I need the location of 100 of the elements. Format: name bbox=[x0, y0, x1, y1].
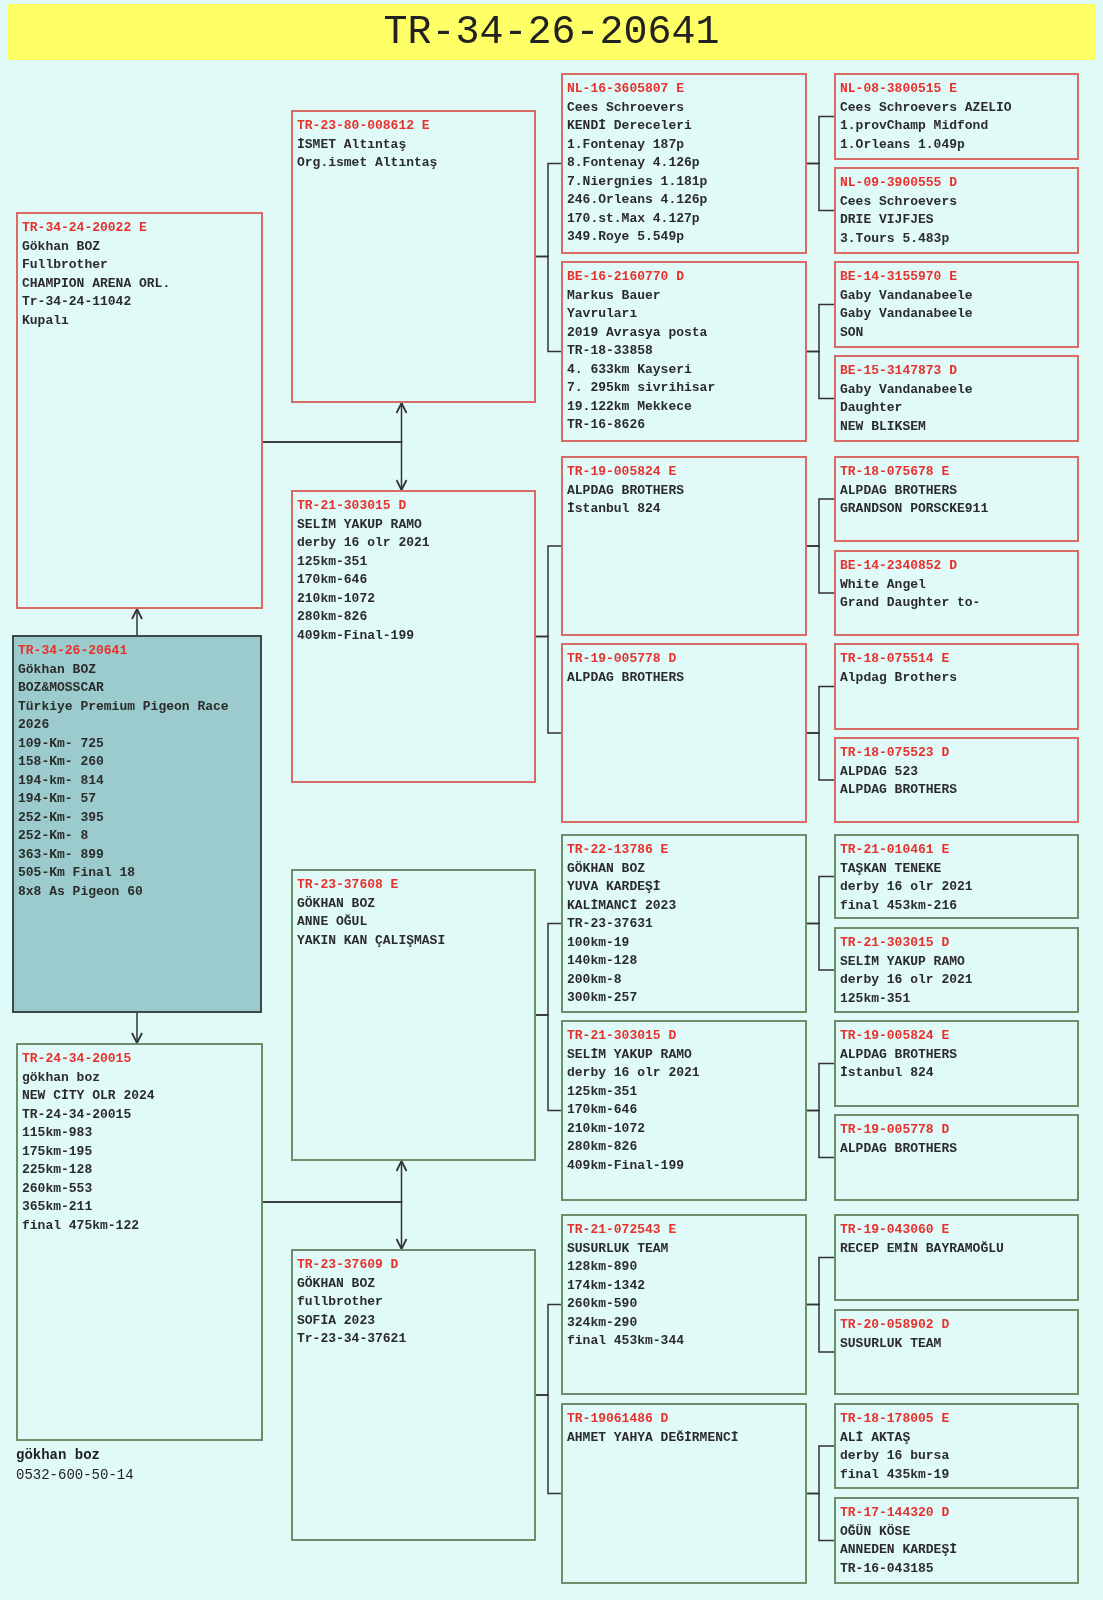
card-text: 170.st.Max 4.127p bbox=[567, 209, 700, 228]
card-text: 252-Km- 8 bbox=[18, 827, 89, 845]
card-text: TR-18-33858 bbox=[567, 342, 653, 360]
ring-number: TR-23-37608 E bbox=[297, 876, 399, 894]
card-text: fullbrother bbox=[297, 1293, 383, 1311]
card-text: İstanbul 824 bbox=[567, 500, 661, 518]
card-text: derby 16 olr 2021 bbox=[567, 1064, 700, 1082]
card-text: Alpdag Brothers bbox=[840, 668, 958, 687]
ring-number: TR-21-010461 E bbox=[840, 841, 950, 859]
connector-line bbox=[806, 1492, 835, 1542]
pedigree-card bbox=[561, 261, 807, 442]
ring-number: TR-23-37609 D bbox=[297, 1256, 399, 1274]
pedigree-card bbox=[561, 73, 807, 254]
card-text: SUSURLUK TEAM bbox=[840, 1334, 942, 1353]
ring-number: TR-18-075523 D bbox=[840, 744, 950, 762]
phone-number: 0532-600-50-14 bbox=[16, 1466, 134, 1485]
card-text: 1.provChamp Midfond bbox=[840, 117, 989, 135]
card-text: 175km-195 bbox=[22, 1142, 93, 1161]
pedigree-card bbox=[834, 1403, 1079, 1489]
card-text: Grand Daughter to- bbox=[840, 594, 981, 612]
card-text: Daughter bbox=[840, 399, 903, 417]
card-text: final 453km-344 bbox=[567, 1332, 685, 1350]
card-text: 125km-351 bbox=[567, 1082, 638, 1101]
connector-line bbox=[535, 255, 562, 353]
ring-number: TR-23-80-008612 E bbox=[297, 117, 430, 135]
card-text: RECEP EMİN BAYRAMOĞLU bbox=[840, 1239, 1004, 1258]
card-text: ALPDAG BROTHERS bbox=[840, 781, 958, 799]
subject-card bbox=[12, 635, 262, 1013]
connector-line bbox=[806, 545, 835, 594]
card-text: KALİMANCİ 2023 bbox=[567, 896, 677, 915]
pedigree-card bbox=[834, 1497, 1079, 1584]
ring-number: BE-16-2160770 D bbox=[567, 268, 685, 286]
card-text: Cees Schroevers bbox=[840, 192, 958, 211]
pedigree-card bbox=[834, 834, 1079, 919]
card-text: 125km-351 bbox=[297, 552, 368, 571]
arrow bbox=[262, 1201, 408, 1250]
pedigree-card bbox=[834, 1214, 1079, 1301]
connector-line bbox=[535, 1014, 562, 1112]
ring-number: BE-15-3147873 D bbox=[840, 362, 958, 380]
card-text: Markus Bauer bbox=[567, 286, 661, 305]
card-text: AHMET YAHYA DEĞİRMENCİ bbox=[567, 1428, 739, 1447]
card-text: Gaby Vandanabeele bbox=[840, 305, 973, 323]
ring-number: NL-09-3900555 D bbox=[840, 174, 958, 192]
card-text: 363-Km- 899 bbox=[18, 845, 104, 864]
ring-number: TR-22-13786 E bbox=[567, 841, 669, 859]
card-text: ANNE OĞUL bbox=[297, 913, 368, 931]
card-text: 140km-128 bbox=[567, 952, 638, 970]
pedigree-card bbox=[834, 355, 1079, 442]
card-text: NEW CİTY OLR 2024 bbox=[22, 1087, 155, 1105]
pedigree-card bbox=[834, 1020, 1079, 1107]
pedigree-card bbox=[834, 927, 1079, 1013]
card-text: Gökhan BOZ bbox=[22, 237, 100, 256]
pedigree-card bbox=[834, 261, 1079, 348]
pedigree-card bbox=[561, 1020, 807, 1201]
card-text: 19.122km Mekkece bbox=[567, 397, 692, 416]
card-text: derby 16 olr 2021 bbox=[840, 878, 973, 896]
card-text: TR-16-043185 bbox=[840, 1559, 934, 1578]
card-text: SOFİA 2023 bbox=[297, 1311, 375, 1330]
card-text: Fullbrother bbox=[22, 256, 108, 274]
card-text: 1.Orleans 1.049p bbox=[840, 135, 965, 154]
card-text: TR-24-34-20015 bbox=[22, 1105, 132, 1124]
card-text: YAKIN KAN ÇALIŞMASI bbox=[297, 931, 446, 950]
connector-line bbox=[535, 1394, 562, 1495]
card-text: Gaby Vandanabeele bbox=[840, 286, 973, 305]
pedigree-card bbox=[834, 737, 1079, 823]
card-text: Org.ismet Altıntaş bbox=[297, 154, 438, 172]
card-text: ALPDAG BROTHERS bbox=[567, 481, 685, 500]
arrow bbox=[131, 608, 143, 636]
ring-number: TR-19061486 D bbox=[567, 1410, 669, 1428]
card-text: Türkiye Premium Pigeon Race 2026 bbox=[18, 697, 230, 734]
pedigree-card bbox=[561, 1214, 807, 1395]
card-text: 125km-351 bbox=[840, 989, 911, 1008]
ring-number: TR-21-072543 E bbox=[567, 1221, 677, 1239]
card-text: 8x8 As Pigeon 60 bbox=[18, 882, 143, 901]
card-text: 174km-1342 bbox=[567, 1276, 645, 1295]
card-text: 3.Tours 5.483p bbox=[840, 229, 950, 248]
card-text: 210km-1072 bbox=[297, 589, 375, 608]
pedigree-card bbox=[291, 490, 536, 783]
card-text: 194-km- 814 bbox=[18, 771, 104, 790]
card-text: 200km-8 bbox=[567, 970, 622, 989]
card-text: White Angel bbox=[840, 575, 926, 594]
pedigree-card bbox=[834, 73, 1079, 160]
pedigree-card bbox=[561, 456, 807, 636]
card-text: SELİM YAKUP RAMO bbox=[840, 952, 965, 971]
card-text: SON bbox=[840, 323, 864, 342]
pedigree-card bbox=[561, 834, 807, 1013]
card-text: 194-Km- 57 bbox=[18, 790, 96, 808]
arrow bbox=[262, 441, 408, 491]
card-text: KENDİ Dereceleri bbox=[567, 117, 692, 135]
pedigree-card bbox=[16, 212, 263, 609]
pedigree-card bbox=[834, 1309, 1079, 1395]
card-text: ALPDAG BROTHERS bbox=[840, 481, 958, 500]
card-text: 260km-553 bbox=[22, 1179, 93, 1198]
card-text: 7.Niergnies 1.181p bbox=[567, 172, 708, 191]
card-text: final 435km-19 bbox=[840, 1465, 950, 1484]
ring-number: TR-19-005778 D bbox=[567, 650, 677, 668]
card-text: 252-Km- 395 bbox=[18, 808, 104, 827]
card-text: final 453km-216 bbox=[840, 896, 958, 915]
card-text: 7. 295km sivrihisar bbox=[567, 379, 716, 397]
ring-number: TR-19-005824 E bbox=[840, 1027, 950, 1045]
